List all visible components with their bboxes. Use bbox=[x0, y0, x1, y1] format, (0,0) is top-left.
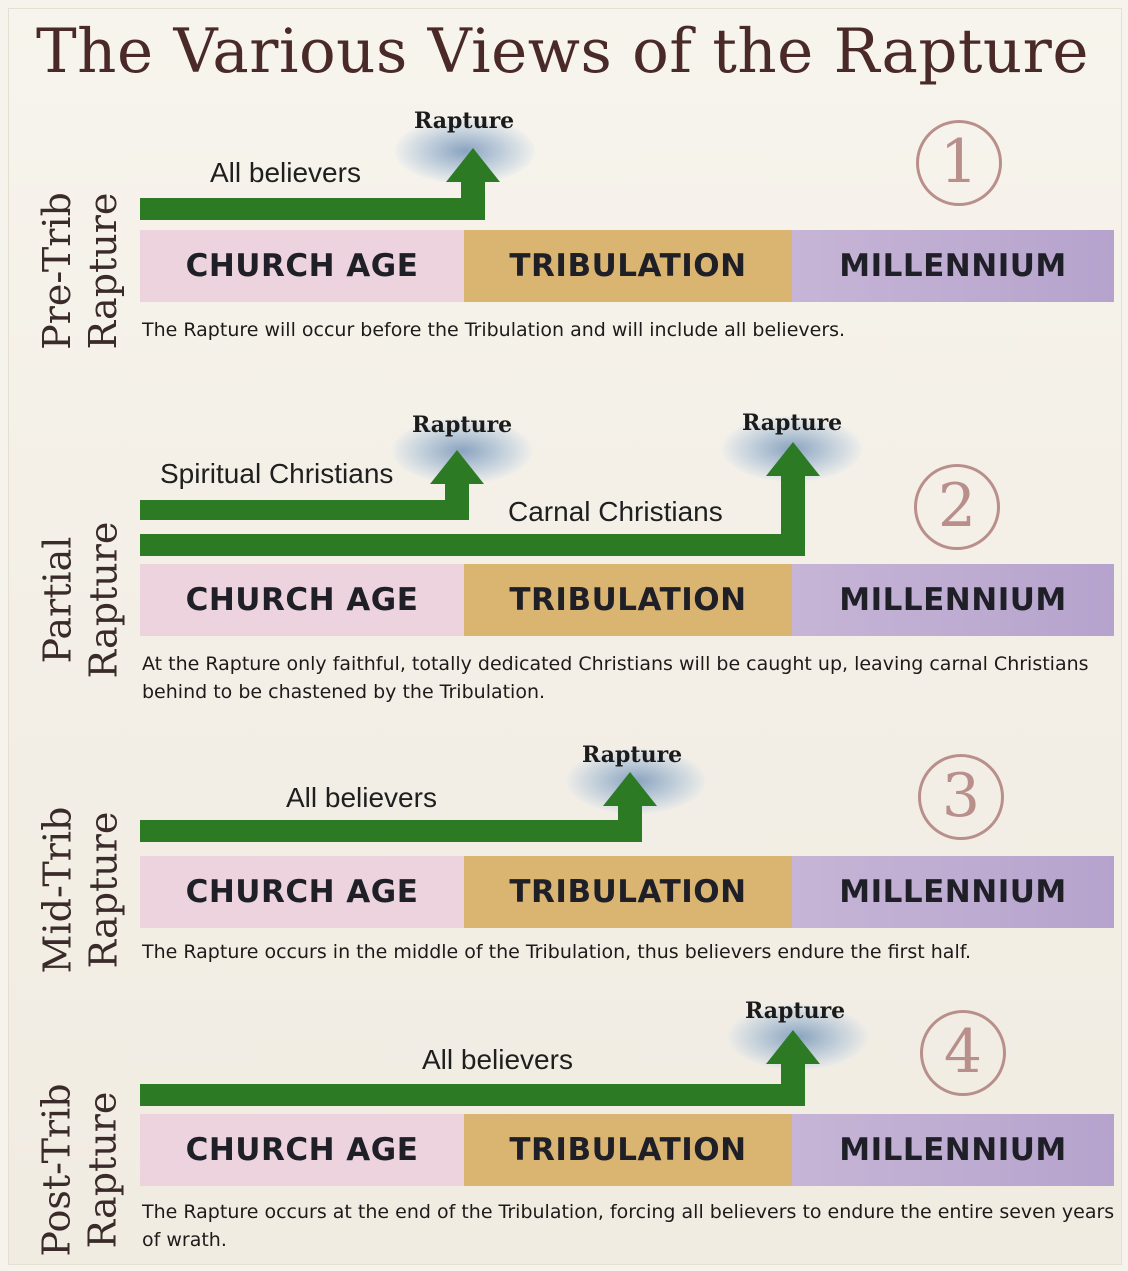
view-number-badge: 3 bbox=[918, 754, 1004, 840]
segment-tribulation: TRIBULATION bbox=[464, 856, 792, 928]
view-description: The Rapture occurs in the middle of the … bbox=[142, 941, 972, 963]
group-label-all-believers: All believers bbox=[286, 782, 437, 813]
group-label-carnal-christians: Carnal Christians bbox=[508, 496, 723, 527]
view-number-badge: 1 bbox=[916, 120, 1002, 206]
view-description: The Rapture will occur before the Tribul… bbox=[142, 319, 846, 341]
believers-arrow bbox=[140, 148, 500, 220]
segment-millennium: MILLENNIUM bbox=[792, 856, 1114, 928]
group-label-spiritual-christians: Spiritual Christians bbox=[160, 458, 394, 489]
timeline-bar: CHURCH AGE TRIBULATION MILLENNIUM bbox=[140, 564, 1114, 636]
timeline-bar: CHURCH AGE TRIBULATION MILLENNIUM bbox=[140, 856, 1114, 928]
view-description: At the Rapture only faithful, totally de… bbox=[142, 653, 1089, 703]
segment-tribulation: TRIBULATION bbox=[464, 230, 792, 302]
rapture-label: Rapture bbox=[745, 998, 846, 1024]
view-description: The Rapture occurs at the end of the Tri… bbox=[142, 1201, 1115, 1251]
page-title: The Various Views of the Rapture bbox=[36, 16, 1089, 87]
segment-millennium: MILLENNIUM bbox=[792, 230, 1114, 302]
carnal-christians-arrow bbox=[140, 442, 820, 556]
group-label-all-believers: All believers bbox=[210, 157, 361, 188]
rapture-label: Rapture bbox=[412, 412, 513, 438]
group-label-all-believers: All believers bbox=[422, 1044, 573, 1075]
believers-arrow bbox=[140, 772, 657, 842]
spiritual-christians-arrow bbox=[140, 450, 484, 520]
segment-millennium: MILLENNIUM bbox=[792, 1114, 1114, 1186]
timeline-bar: CHURCH AGE TRIBULATION MILLENNIUM bbox=[140, 230, 1114, 302]
segment-tribulation: TRIBULATION bbox=[464, 1114, 792, 1186]
rapture-label: Rapture bbox=[414, 108, 515, 134]
segment-millennium: MILLENNIUM bbox=[792, 564, 1114, 636]
timeline-bar: CHURCH AGE TRIBULATION MILLENNIUM bbox=[140, 1114, 1114, 1186]
segment-church-age: CHURCH AGE bbox=[140, 1114, 464, 1186]
view-number-badge: 4 bbox=[920, 1010, 1006, 1096]
rapture-label: Rapture bbox=[742, 410, 843, 436]
view-number-badge: 2 bbox=[914, 464, 1000, 550]
believers-arrow bbox=[140, 1030, 820, 1106]
segment-church-age: CHURCH AGE bbox=[140, 230, 464, 302]
segment-tribulation: TRIBULATION bbox=[464, 564, 792, 636]
segment-church-age: CHURCH AGE bbox=[140, 564, 464, 636]
segment-church-age: CHURCH AGE bbox=[140, 856, 464, 928]
rapture-label: Rapture bbox=[582, 742, 683, 768]
